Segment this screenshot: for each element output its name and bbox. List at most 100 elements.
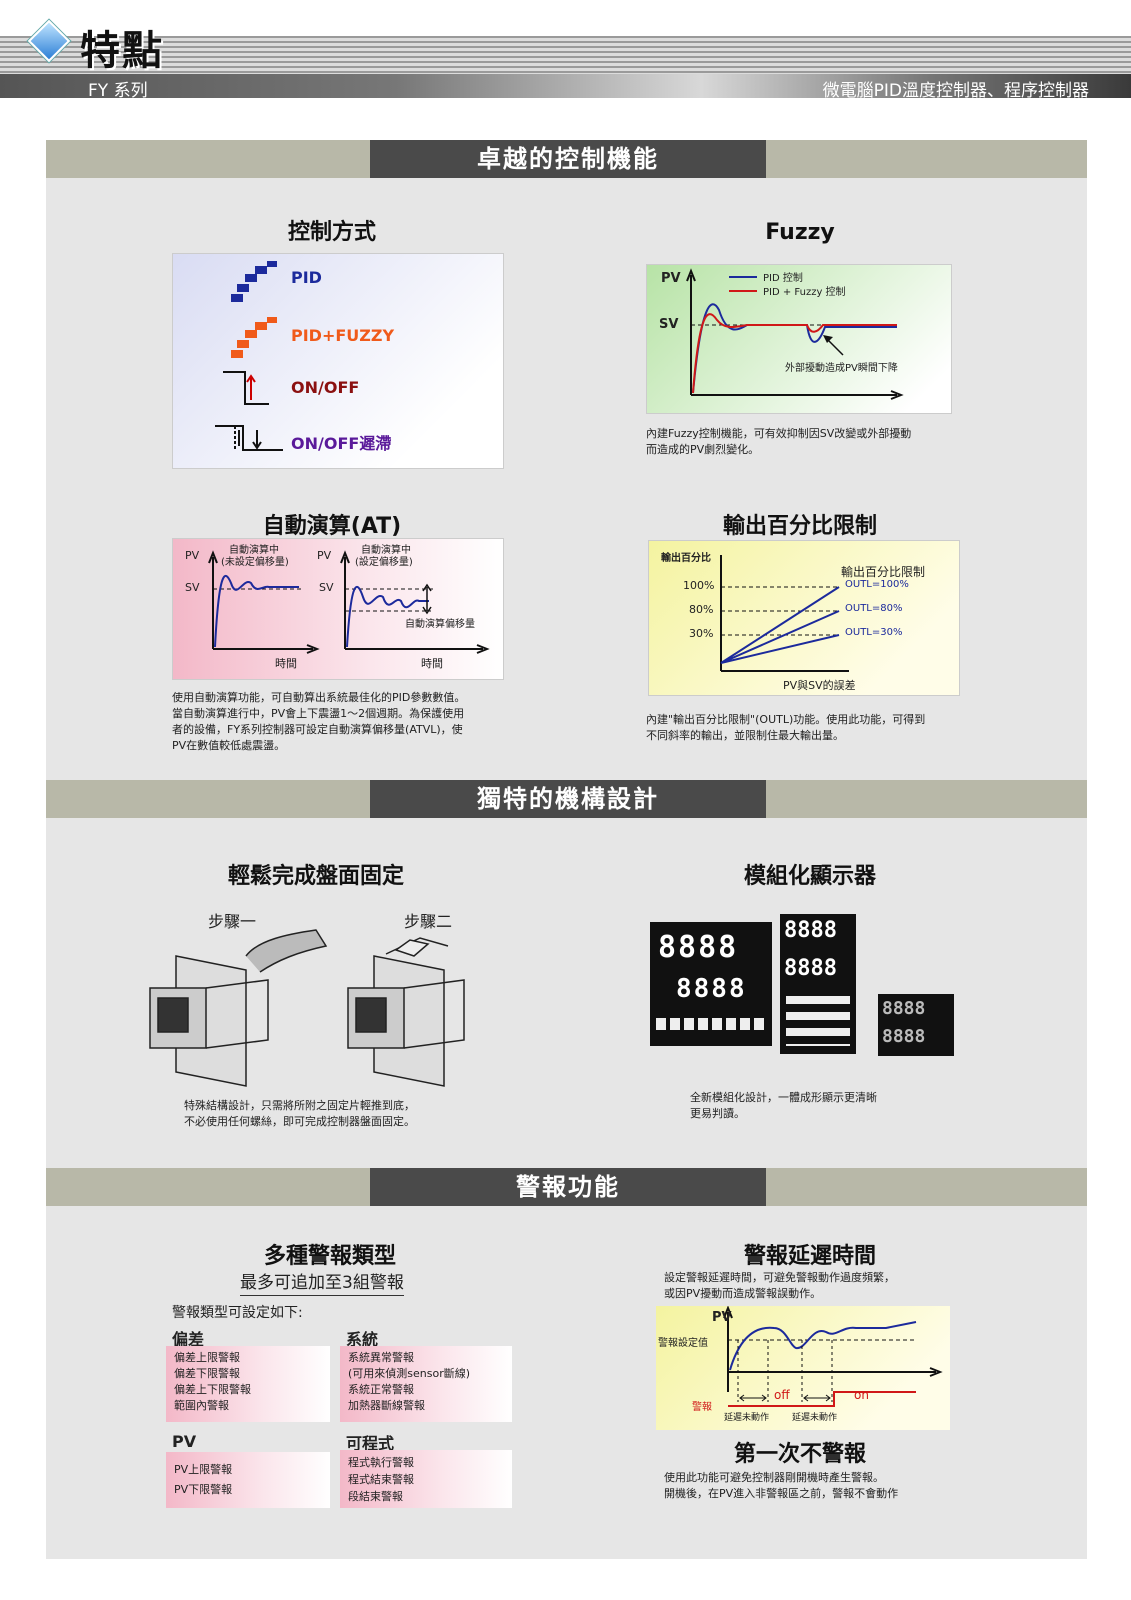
onoff-icon [223,371,269,405]
control-title: 控制方式 [287,220,376,245]
at-chart-box: PV SV 自動演算中 (未設定偏移量) PV SV 自動演算中 (設定偏移量)… [172,538,504,680]
legend-pid: PID 控制 [763,273,803,284]
at-desc-4: PV在數值較低處震盪。 [172,739,286,752]
sys-title: 系統 [346,1330,379,1349]
header-band [0,74,1131,98]
at-offset-label: 自動演算偏移量 [405,619,475,630]
display-digits-5: 8888 [882,998,926,1019]
fuzzy-sv: SV [659,317,679,332]
dev-item: 偏差下限警報 [174,1367,240,1380]
display-module-small: 8888 8888 [878,994,954,1056]
delay-alarm: 警報 [692,1402,712,1413]
at-label-1a: 自動演算中 [229,545,279,556]
display-module-vertical: 8888 8888 [780,914,856,1054]
at-desc-3: 者的設備，FY系列控制器可設定自動演算偏移量(ATVL)，使 [172,723,463,736]
fuzzy-desc-2: 而造成的PV劇烈變化。 [646,443,760,456]
display-keys [656,1018,766,1030]
outl-p80: 80% [689,603,714,616]
at-desc-1: 使用自動演算功能，可自動算出系統最佳化的PID參數數值。 [172,691,466,704]
prog-list: 程式執行警報 程式結束警報 段結束警報 [340,1450,512,1508]
method-onoff: ON/OFF [291,378,360,397]
sys-item: 系統正常警報 [348,1383,414,1396]
display-desc-1: 全新模組化設計，一體成形顯示更清晰 [690,1091,877,1104]
onoff-hysteresis-icon [215,425,283,451]
delay-nd-2: 延遲未動作 [792,1413,838,1423]
alarm-types-subtitle: 最多可追加至3組警報 [240,1268,404,1296]
display-digits-1: 8888 [658,930,739,965]
outl-xaxis: PV與SV的誤差 [783,679,856,692]
product-label: 微電腦PID溫度控制器、程序控制器 [822,81,1089,101]
sys-item: (可用來偵測sensor斷線) [348,1367,471,1380]
display-desc-2: 更易判讀。 [690,1107,745,1120]
outl-l30: OUTL=30% [845,627,903,638]
step2-label: 步驟二 [404,912,453,931]
control-methods-box: PID PID+FUZZY ON/OFF ON/OFF遲滯 [172,253,504,469]
at-title: 自動演算(AT) [262,514,402,539]
sys-list: 系統異常警報 (可用來偵測sensor斷線) 系統正常警報 加熱器斷線警報 [340,1346,512,1422]
method-pid: PID [291,268,322,287]
method-onoff-hysteresis: ON/OFF遲滯 [291,434,392,453]
outl-p30: 30% [689,627,714,640]
first-desc-1: 使用此功能可避免控制器剛開機時產生警報。 [664,1471,884,1484]
delay-desc-1: 設定警報延遲時間，可避免警報動作過度頻繁， [664,1271,895,1284]
disturbance-note: 外部擾動造成PV瞬間下降 [785,363,898,374]
at-chart [208,550,490,654]
mount-desc-2: 不必使用任何螺絲，即可完成控制器盤面固定。 [184,1115,415,1128]
fuzzy-chart [686,268,904,400]
at-label-1b: (未設定偏移量) [221,557,289,568]
display-digits-4: 8888 [784,956,837,981]
outl-desc-1: 內建"輸出百分比限制"(OUTL)功能。使用此功能，可得到 [646,713,926,726]
at-sv-1: SV [185,581,200,594]
mount-title: 輕鬆完成盤面固定 [227,864,404,889]
section-title: 警報功能 [370,1168,766,1206]
at-sv-2: SV [319,581,334,594]
alarm-delay-chart-box: PV 警報設定值 警報 off on 延遲未動作 延遲未動作 [656,1305,950,1430]
display-digits-3: 8888 [784,918,837,943]
at-pv-2: PV [317,549,332,562]
control-icons [215,261,283,451]
dev-item: 偏差上下限警報 [174,1383,251,1396]
dev-item: 偏差上限警報 [174,1351,240,1364]
first-alarm-title: 第一次不警報 [733,1442,866,1467]
display-title: 模組化顯示器 [743,864,876,889]
outl-chart-box: 輸出百分比 輸出百分比限制 100% 80% 30% OUTL=100% OUT… [648,540,960,696]
outl-l100: OUTL=100% [845,579,909,590]
method-pid-fuzzy: PID+FUZZY [291,326,395,345]
display-digits-2: 8888 [676,974,747,1004]
at-time-2: 時間 [421,657,443,670]
page-title: 特點 [80,28,164,74]
fuzzy-desc-1: 內建Fuzzy控制機能，可有效抑制因SV改變或外部擾動 [646,427,912,440]
prog-item: 段結束警報 [348,1490,403,1503]
outl-title: 輸出百分比限制 [722,514,877,539]
pv-title: PV [172,1432,197,1451]
sys-item: 系統異常警報 [348,1351,414,1364]
outl-yaxis: 輸出百分比 [661,553,711,564]
outl-chart [720,555,849,672]
dev-list: 偏差上限警報 偏差下限警報 偏差上下限警報 範圍內警報 [166,1346,330,1422]
display-digits-6: 8888 [882,1026,926,1047]
at-label-2a: 自動演算中 [361,545,411,556]
mount-desc-1: 特殊結構設計，只需將所附之固定片輕推到底， [184,1099,415,1112]
alarm-types-intro: 警報類型可設定如下: [172,1305,303,1321]
series-label: FY 系列 [88,81,148,101]
display-module-large: 8888 8888 [650,922,772,1046]
section-title: 獨特的機構設計 [370,780,766,818]
pid-fuzzy-icon [231,317,277,358]
outl-limit-label: 輸出百分比限制 [841,565,926,579]
at-time-1: 時間 [275,657,297,670]
delay-setpoint: 警報設定值 [658,1338,708,1349]
pv-item: PV下限警報 [174,1483,233,1496]
delay-desc-2: 或因PV擾動而造成警報誤動作。 [664,1287,822,1300]
fuzzy-pv: PV [661,271,681,286]
mount-illustration [149,929,465,1087]
dev-item: 範圍內警報 [174,1399,229,1412]
outl-desc-2: 不同斜率的輸出，並限制住最大輸出量。 [646,729,844,742]
section-title: 卓越的控制機能 [370,140,766,178]
pv-item: PV上限警報 [174,1463,233,1476]
step1-label: 步驟一 [208,912,257,931]
delay-nd-1: 延遲未動作 [724,1413,770,1423]
delay-on: on [854,1388,869,1402]
prog-item: 程式執行警報 [348,1456,414,1469]
at-label-2b: (設定偏移量) [355,557,413,568]
first-desc-2: 開機後，在PV進入非警報區之前，警報不會動作 [664,1487,899,1500]
